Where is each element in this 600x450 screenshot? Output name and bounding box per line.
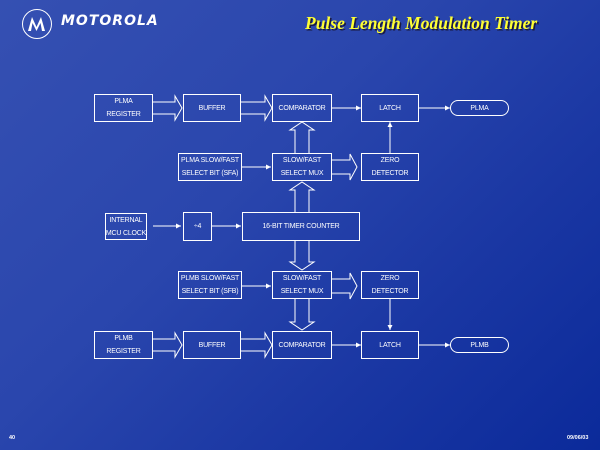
block-label: 16-BIT TIMER COUNTER [262,223,340,230]
block-label: COMPARATOR [278,341,326,349]
mux-a-block: SLOW/FAST SELECT MUX [272,153,332,181]
block-label: LATCH [379,341,401,349]
zero-detector-b-block: ZERO DETECTOR [361,271,419,299]
block-label: PLMB [470,341,489,349]
comparator-a-block: COMPARATOR [272,94,332,122]
footer-date: 09/06/03 [567,435,589,441]
block-label: ZERO [380,157,400,164]
slide-title: Pulse Length Modulation Timer [305,13,538,33]
block-label: COMPARATOR [278,104,326,112]
block-label: DETECTOR [371,170,409,177]
block-label: SELECT BIT (SFB) [181,288,239,295]
timer-counter-block: 16-BIT TIMER COUNTER [242,212,360,241]
block-label: ZERO [380,275,400,282]
bus-arrow-mux-zero-b [332,272,358,300]
latch-b-block: LATCH [361,331,419,359]
block-label: INTERNAL [109,216,143,224]
sfb-select-bit-block: PLMB SLOW/FAST SELECT BIT (SFB) [178,271,242,299]
block-label: REGISTER [106,348,141,355]
block-label: SLOW/FAST [282,275,322,282]
block-label: SELECT MUX [280,288,324,295]
block-label: ÷4 [193,223,202,230]
block-label: MCU CLOCK [105,229,147,237]
bus-arrow-buffer-comparator-b [241,331,273,359]
bus-arrow-mux-comparator-b [288,299,316,331]
brand-name: MOTOROLA [61,13,159,29]
block-label: PLMB SLOW/FAST [180,275,240,282]
batwing-icon [28,17,45,31]
block-label: BUFFER [198,104,226,112]
bus-arrow-mux-zero-a [332,153,358,181]
bus-arrow-counter-mux-b [288,241,316,271]
comparator-b-block: COMPARATOR [272,331,332,359]
buffer-b-block: BUFFER [183,331,241,359]
mux-b-block: SLOW/FAST SELECT MUX [272,271,332,299]
motorola-logo-icon [22,9,52,39]
block-label: PLMA SLOW/FAST [181,157,239,164]
block-label: BUFFER [198,341,226,349]
block-label: PLMA [114,98,133,105]
block-label: SELECT BIT (SFA) [181,170,239,177]
sfa-select-bit-block: PLMA SLOW/FAST SELECT BIT (SFA) [178,153,242,181]
block-label: LATCH [379,104,401,112]
bus-arrow-register-buffer-b [153,331,183,359]
block-label: DETECTOR [371,288,409,295]
plma-register-block: PLMA REGISTER [94,94,153,122]
page-number: 40 [9,435,16,441]
buffer-a-block: BUFFER [183,94,241,122]
divide-by-4-block: ÷4 [183,212,212,241]
latch-a-block: LATCH [361,94,419,122]
internal-clock-block: INTERNAL MCU CLOCK [105,213,147,240]
bus-arrow-counter-mux-a [288,181,316,213]
bus-arrow-register-buffer-a [153,94,183,122]
block-label: SELECT MUX [280,170,324,177]
plmb-output-terminal: PLMB [450,337,509,353]
bus-arrow-mux-comparator-a [288,121,316,153]
plma-output-terminal: PLMA [450,100,509,116]
zero-detector-a-block: ZERO DETECTOR [361,153,419,181]
bus-arrow-buffer-comparator-a [241,94,273,122]
block-label: PLMA [470,104,489,112]
plmb-register-block: PLMB REGISTER [94,331,153,359]
block-label: SLOW/FAST [282,157,322,164]
block-label: PLMB [114,335,133,342]
block-label: REGISTER [106,111,141,118]
